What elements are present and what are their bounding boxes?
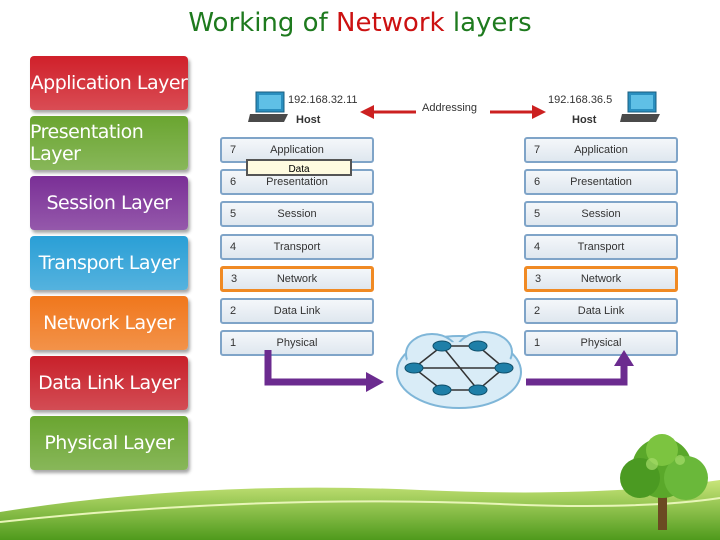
layer-name: Session <box>277 208 317 221</box>
layer-number: 4 <box>230 240 237 253</box>
layer-name: Data Link <box>577 305 625 317</box>
left-host-label: Host <box>296 114 321 126</box>
layer-number: 5 <box>534 208 541 221</box>
left-purple-arrow-icon <box>264 350 384 392</box>
layer-number: 2 <box>534 305 541 317</box>
right-ip-address: 192.168.36.5 <box>548 94 613 106</box>
osi-layer-4: Transport Layer <box>30 236 188 290</box>
layer-number: 1 <box>534 337 541 350</box>
left-stack-layer-5: 5 Session <box>220 201 374 228</box>
right-stack-layer-4: 4 Transport <box>524 233 678 260</box>
left-stack-layer-1: 1 Physical <box>220 330 374 357</box>
layer-name: Presentation <box>266 176 328 189</box>
layer-name: Session <box>581 208 621 221</box>
layer-name: Presentation <box>570 176 632 189</box>
layer-name: Data Link <box>273 305 321 317</box>
layer-number: 4 <box>534 240 541 253</box>
layer-name: Physical <box>580 337 622 350</box>
right-stack-layer-5: 5 Session <box>524 201 678 228</box>
right-stack-layer-6: 6 Presentation <box>524 169 678 196</box>
layer-number: 6 <box>230 176 237 189</box>
grass-decoration <box>0 480 720 540</box>
addressing-label: Addressing <box>422 102 478 114</box>
right-purple-arrow-icon <box>526 350 634 386</box>
layer-number: 7 <box>534 144 541 156</box>
right-stack-layer-3: 3 Network <box>524 265 678 292</box>
layer-name: Network <box>580 272 622 285</box>
left-stack-layer-2: 2 Data Link <box>220 298 374 324</box>
network-diagram: 192.168.32.11 192.168.36.5 Host Host Add… <box>200 88 700 418</box>
page-title: Working of Network layers <box>0 8 720 38</box>
right-stack-layer-1: 1 Physical <box>524 330 678 357</box>
osi-layer-2: Presentation Layer <box>30 116 188 170</box>
layer-number: 2 <box>230 305 237 317</box>
layer-number: 5 <box>230 208 237 221</box>
osi-layer-7: Physical Layer <box>30 416 188 470</box>
osi-layer-5: Network Layer <box>30 296 188 350</box>
laptop-icon-left <box>248 91 288 122</box>
layer-name: Application <box>574 144 628 156</box>
left-stack-layer-3: 3 Network <box>220 265 374 292</box>
title-part-1: Working of <box>188 8 337 38</box>
layer-number: 1 <box>230 337 237 350</box>
layer-name: Application <box>270 144 324 156</box>
layer-name: Network <box>276 272 318 285</box>
left-stack-layer-4: 4 Transport <box>220 233 374 260</box>
tree-icon <box>620 434 708 530</box>
layer-number: 3 <box>535 272 542 285</box>
layer-name: Transport <box>577 240 625 253</box>
title-part-3: layers <box>444 8 532 38</box>
layer-name: Physical <box>276 337 318 350</box>
layer-number: 3 <box>231 272 238 285</box>
title-highlight: Network <box>336 8 445 38</box>
left-ip-address: 192.168.32.11 <box>288 94 358 106</box>
layer-number: 6 <box>534 176 541 189</box>
right-stack-layer-2: 2 Data Link <box>524 298 678 324</box>
addressing-arrow-icon <box>360 105 546 119</box>
osi-layer-3: Session Layer <box>30 176 188 230</box>
network-cloud-icon <box>396 331 522 409</box>
right-host-label: Host <box>572 114 597 126</box>
osi-layer-1: Application Layer <box>30 56 188 110</box>
layer-number: 7 <box>230 144 237 156</box>
laptop-icon-right <box>620 91 660 122</box>
osi-layer-6: Data Link Layer <box>30 356 188 410</box>
right-stack-layer-7: 7 Application <box>524 137 678 163</box>
data-tag: Data <box>246 159 352 176</box>
layer-name: Transport <box>273 240 321 253</box>
